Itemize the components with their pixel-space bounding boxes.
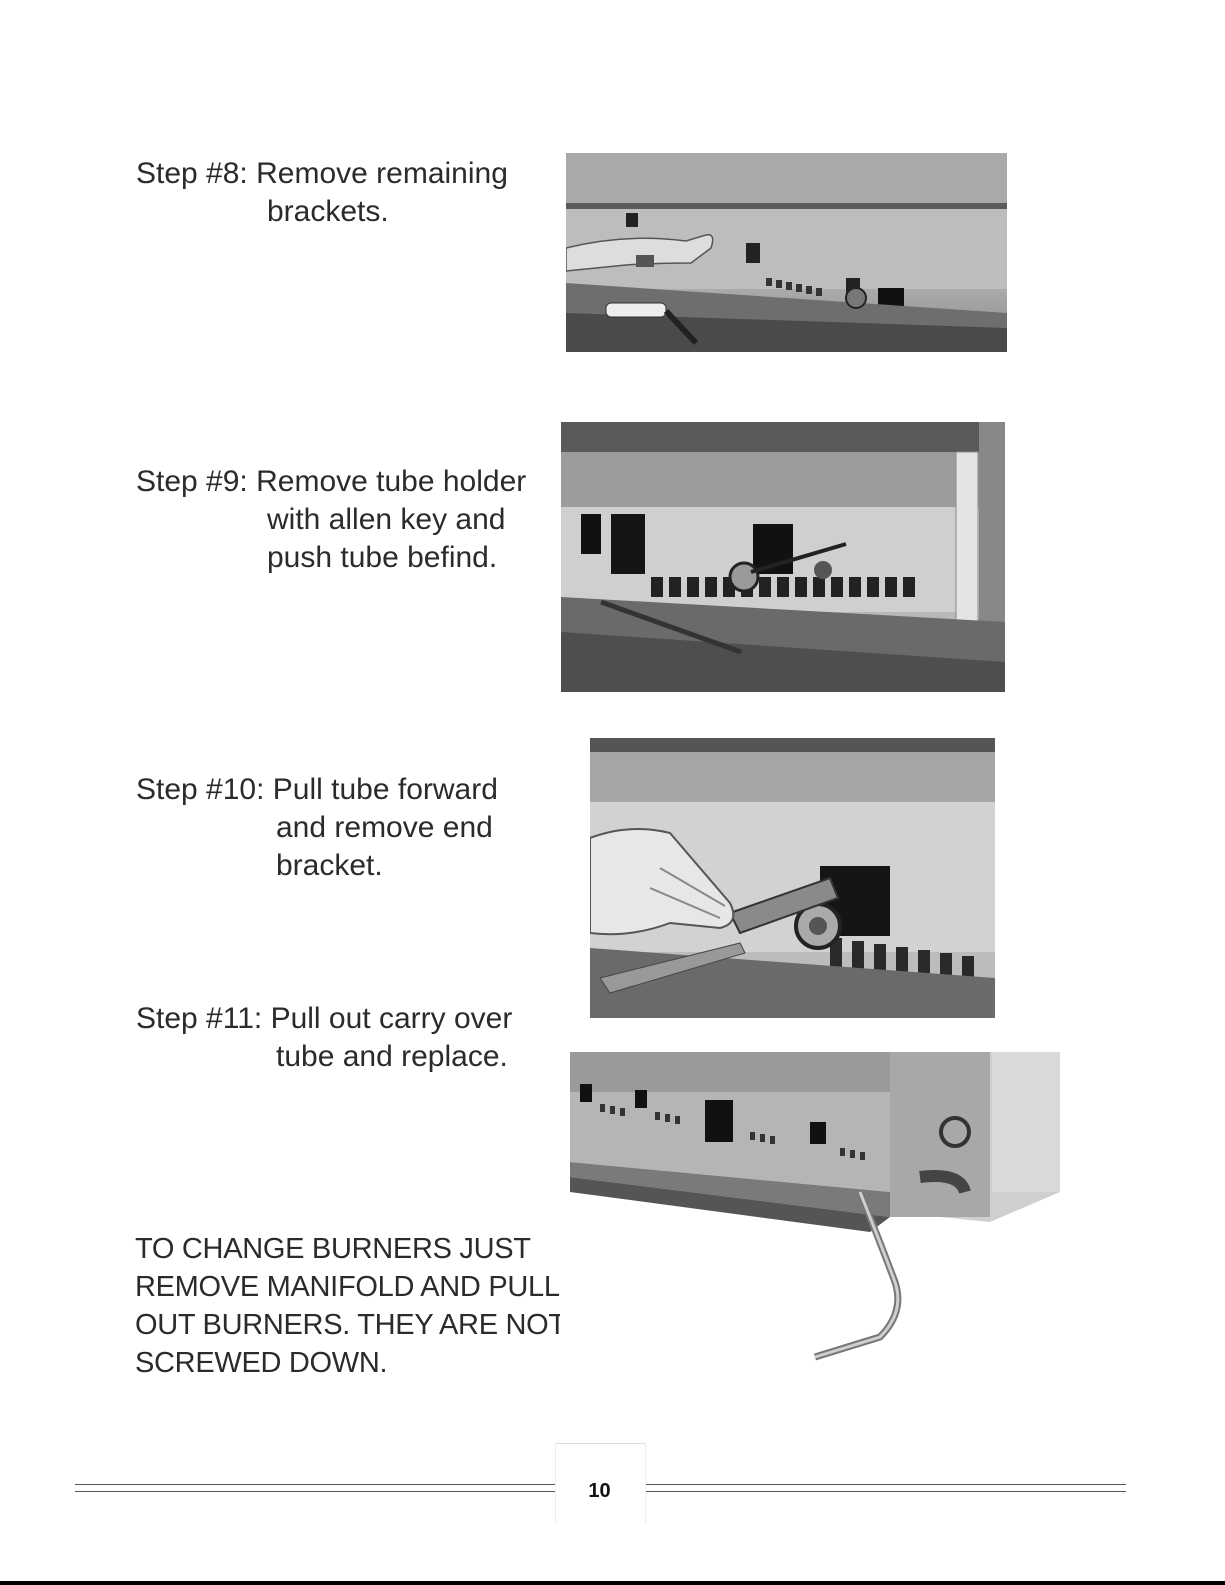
photo-step-10 <box>590 738 995 1018</box>
note-line-3: OUT BURNERS. THEY ARE NOT <box>135 1306 566 1344</box>
step-11-line-2: tube and replace. <box>136 1038 512 1076</box>
footer-rule-right <box>644 1484 1126 1492</box>
step-10-text: Step #10: Pull tube forward and remove e… <box>136 771 498 885</box>
step-9-line-2: with allen key and <box>136 501 526 539</box>
note-line-4: SCREWED DOWN. <box>135 1344 566 1382</box>
step-8-line-1: Remove remaining <box>256 157 508 190</box>
footer-rule-left <box>75 1484 555 1492</box>
bottom-edge <box>0 1581 1225 1585</box>
step-10-line-1: Pull tube forward <box>273 773 498 806</box>
step-8-text: Step #8: Remove remaining brackets. <box>136 155 508 231</box>
step-10-line-2: and remove end <box>136 809 498 847</box>
step-10-label: Step #10: <box>136 771 264 809</box>
step-11-line-1: Pull out carry over <box>271 1002 513 1035</box>
step-11-text: Step #11: Pull out carry over tube and r… <box>136 1000 512 1076</box>
step-9-line-3: push tube befind. <box>136 539 526 577</box>
step-8-line-2: brackets. <box>136 193 508 231</box>
note-line-1: TO CHANGE BURNERS JUST <box>135 1230 566 1268</box>
note-line-2: REMOVE MANIFOLD AND PULL <box>135 1268 566 1306</box>
step-9-label: Step #9: <box>136 463 248 501</box>
step-10-line-3: bracket. <box>136 847 498 885</box>
step-8-label: Step #8: <box>136 155 248 193</box>
burner-note: TO CHANGE BURNERS JUST REMOVE MANIFOLD A… <box>135 1230 566 1382</box>
page-number: 10 <box>555 1480 644 1503</box>
step-11-label: Step #11: <box>136 1000 262 1038</box>
step-9-text: Step #9: Remove tube holder with allen k… <box>136 463 526 577</box>
photo-step-9 <box>561 422 1005 692</box>
photo-step-8 <box>566 153 1007 352</box>
step-9-line-1: Remove tube holder <box>256 465 526 498</box>
photo-step-11 <box>560 1052 1060 1372</box>
